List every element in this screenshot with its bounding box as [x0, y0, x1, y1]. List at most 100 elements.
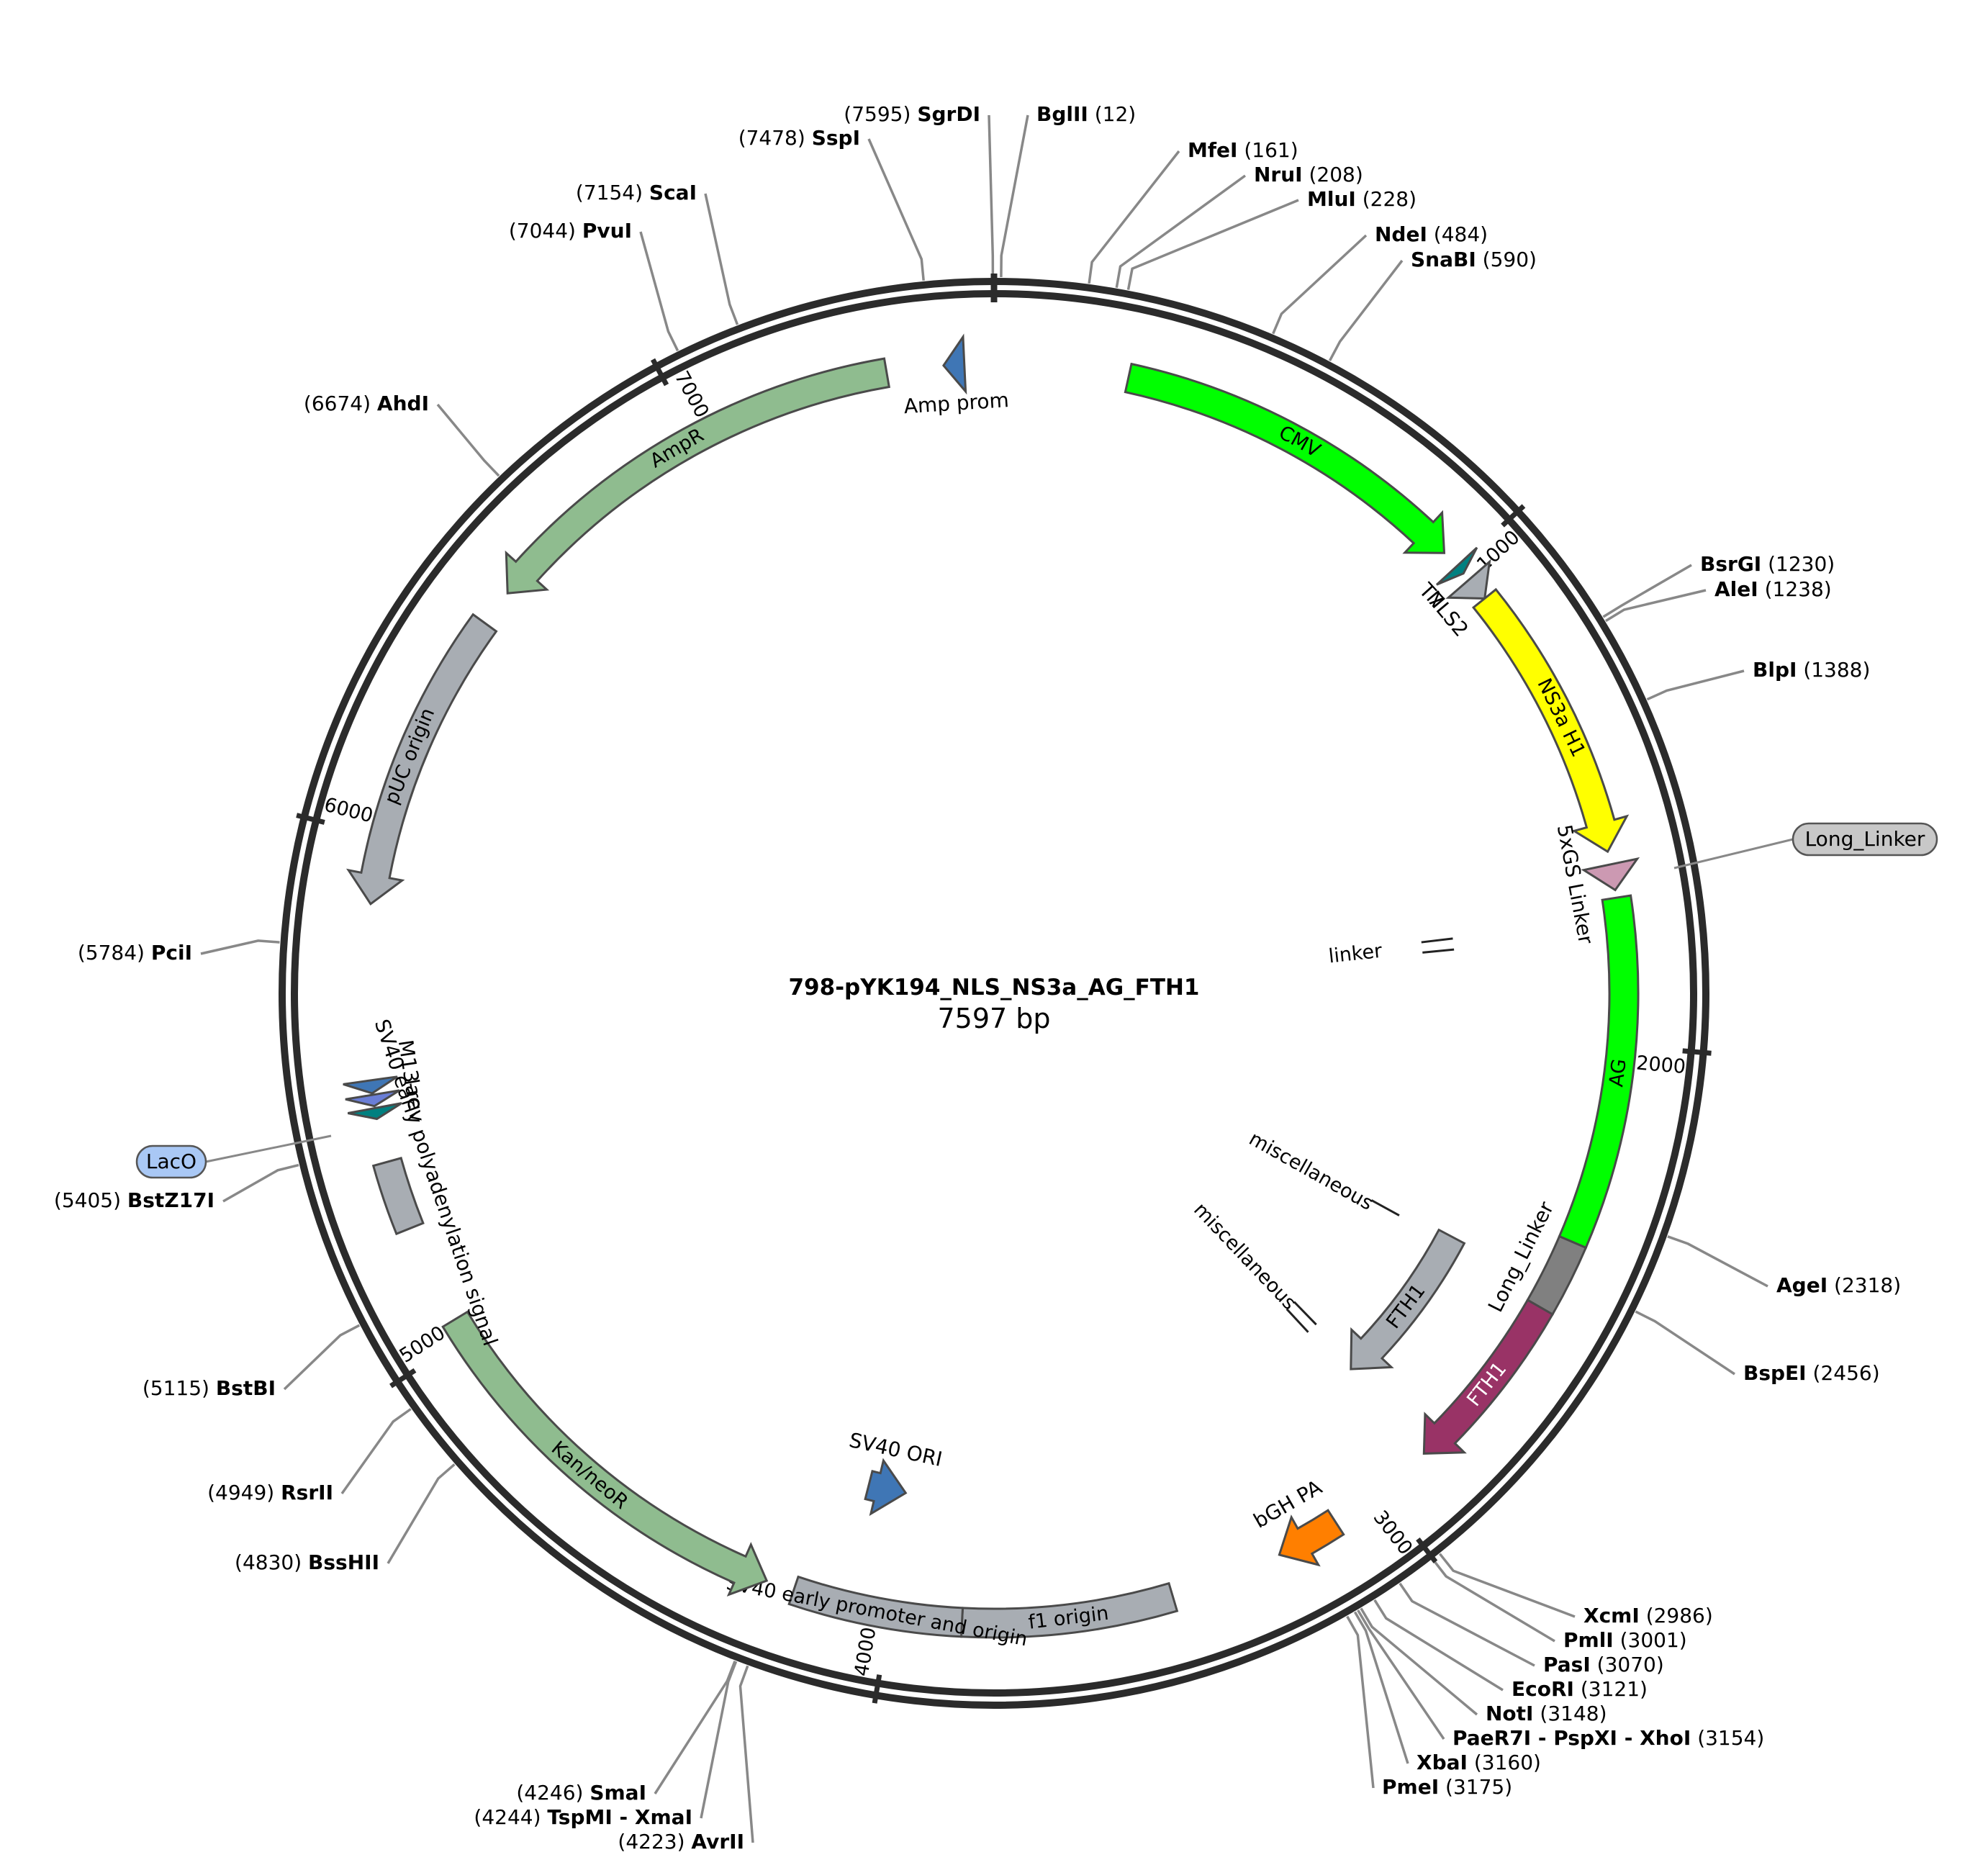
- tick-4000: [872, 1674, 882, 1704]
- site-position: (3001): [1620, 1628, 1687, 1652]
- site-9: SnaBI (590): [1328, 248, 1537, 361]
- site-14: (5784) PciI: [78, 939, 280, 965]
- site-27: XbaI (3160): [1353, 1611, 1541, 1774]
- site-leader: [1646, 669, 1745, 701]
- site-leader: [1346, 1615, 1375, 1789]
- site-name: PasI: [1543, 1653, 1591, 1676]
- site-label: MfeI (161): [1188, 138, 1298, 162]
- site-leader: [639, 231, 679, 352]
- site-label: (5405) BstZ17I: [54, 1188, 214, 1212]
- site-position: (3121): [1581, 1677, 1648, 1701]
- site-position: (1230): [1768, 552, 1835, 576]
- feature-ag-label: AG: [1605, 1057, 1631, 1088]
- feature-bgh-pa-shape: [1278, 1509, 1345, 1567]
- site-leader: [283, 1324, 361, 1391]
- site-28: PmeI (3175): [1346, 1615, 1512, 1799]
- site-position: (4246): [516, 1781, 583, 1805]
- site-label: BspEI (2456): [1743, 1361, 1880, 1385]
- site-label: BglII (12): [1036, 102, 1136, 126]
- site-31: (4223) AvrII: [618, 1665, 754, 1853]
- site-leader: [1353, 1611, 1409, 1764]
- site-label: (7154) ScaI: [576, 181, 697, 204]
- site-name: BsrGI: [1700, 552, 1761, 576]
- site-position: (5115): [143, 1376, 209, 1400]
- site-position: (590): [1483, 248, 1537, 271]
- mark-miscellaneous-2: [1293, 1301, 1317, 1326]
- site-position: (1388): [1803, 658, 1870, 682]
- site-leader: [654, 1660, 736, 1794]
- site-label: (7595) SgrDI: [844, 102, 980, 126]
- site-leader: [1432, 1558, 1555, 1643]
- site-23: PasI (3070): [1399, 1582, 1664, 1676]
- site-leader: [340, 1408, 412, 1495]
- plasmid-length: 7597 bp: [937, 1003, 1050, 1034]
- callout-text: Long_Linker: [1805, 827, 1925, 851]
- site-label: (4830) BssHII: [235, 1550, 379, 1574]
- site-name: MluI: [1307, 187, 1356, 211]
- site-leader: [1635, 1310, 1735, 1376]
- site-22: PmlI (3001): [1432, 1558, 1687, 1652]
- site-label: AgeI (2318): [1776, 1273, 1901, 1297]
- site-label: EcoRI (3121): [1512, 1677, 1648, 1701]
- site-leader: [867, 138, 925, 281]
- site-label: PasI (3070): [1543, 1653, 1664, 1676]
- feature-amp-prom-label: Amp prom: [903, 388, 1010, 418]
- center-title: 798-pYK194_NLS_NS3a_AG_FTH1 7597 bp: [788, 975, 1199, 1034]
- site-leader: [1667, 1235, 1768, 1288]
- feature-ampr-shape: [505, 357, 891, 595]
- site-leader: [1115, 174, 1247, 289]
- feature-lac-shape: [345, 1089, 400, 1108]
- site-name: TspMI - XmaI: [547, 1805, 692, 1829]
- site-17: BspEI (2456): [1635, 1310, 1880, 1385]
- site-leader: [387, 1463, 456, 1564]
- site-4: NruI (208): [1115, 163, 1363, 289]
- site-label: NotI (3148): [1486, 1702, 1607, 1725]
- site-position: (5405): [54, 1188, 121, 1212]
- feature-amp-prom: Amp prom: [903, 333, 1010, 418]
- site-position: (7595): [844, 102, 911, 126]
- callout-long-linker: Long_Linker: [1673, 822, 1938, 870]
- feature-sv40-ori: SV40 ORI: [847, 1428, 944, 1517]
- site-label: (7478) SspI: [738, 126, 860, 150]
- site-label: BlpI (1388): [1753, 658, 1870, 682]
- site-name: EcoRI: [1512, 1677, 1574, 1701]
- site-leader: [1604, 589, 1707, 623]
- site-label: (4246) SmaI: [516, 1781, 646, 1805]
- tick-label-2000: 2000: [1635, 1052, 1686, 1078]
- site-leader: [1373, 1599, 1504, 1692]
- site-leader: [704, 193, 739, 325]
- feature-lac-o: [348, 1102, 402, 1121]
- site-1: BglII (12): [1000, 102, 1136, 278]
- mark-miscellaneous-2-b: [1286, 1308, 1309, 1333]
- site-position: (1238): [1765, 577, 1832, 601]
- site-position: (208): [1309, 163, 1363, 186]
- feature-lac: lac: [345, 1078, 428, 1110]
- feature-fth1-inner: FTH1: [1350, 1228, 1466, 1370]
- site-name: SnaBI: [1411, 248, 1476, 271]
- feature-5xgs-linker-shape: [1581, 857, 1640, 892]
- tick-7000: [650, 358, 669, 387]
- site-leader: [1126, 199, 1299, 290]
- site-position: (228): [1363, 187, 1417, 211]
- site-label: (5784) PciI: [78, 941, 192, 965]
- feature-fth1-inner-shape: [1350, 1228, 1466, 1370]
- site-15: (5405) BstZ17I: [54, 1163, 299, 1212]
- site-leader: [200, 939, 280, 955]
- site-name: BstBI: [216, 1376, 276, 1400]
- site-name: AvrII: [691, 1830, 744, 1853]
- site-position: (2456): [1813, 1361, 1880, 1385]
- feature-kan-neor-shape: [441, 1310, 769, 1597]
- site-name: BglII: [1036, 102, 1088, 126]
- site-position: (3148): [1540, 1702, 1607, 1725]
- site-19: (4949) RsrII: [207, 1408, 412, 1504]
- callout-box: [135, 1144, 207, 1179]
- site-label: XbaI (3160): [1417, 1751, 1541, 1774]
- site-leader: [1439, 1553, 1576, 1618]
- feature-puc-origin-shape: [346, 613, 498, 906]
- site-12: AleI (1238): [1604, 577, 1832, 623]
- site-name: XcmI: [1583, 1604, 1640, 1627]
- feature-bgh-pa: bGH PA: [1250, 1475, 1345, 1567]
- site-label: PmeI (3175): [1382, 1775, 1512, 1799]
